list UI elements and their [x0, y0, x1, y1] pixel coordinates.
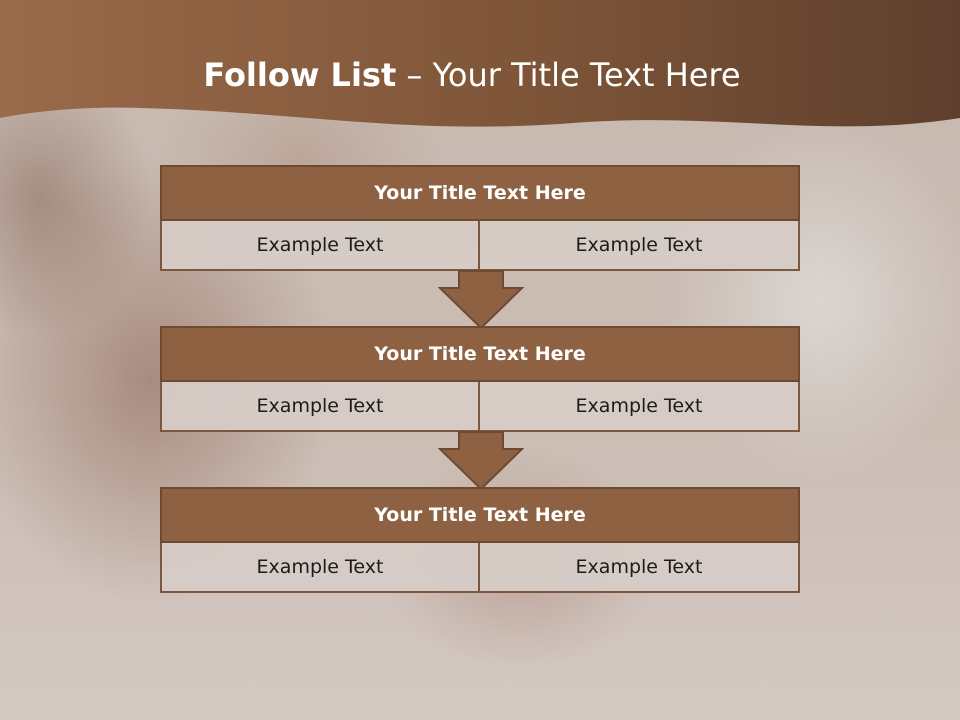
header-band [0, 0, 960, 127]
slide-title-rest: – Your Title Text Here [406, 56, 741, 94]
block-cell-right: Example Text [480, 221, 800, 271]
block-cells: Example Text Example Text [160, 382, 800, 432]
list-block-2: Your Title Text Here Example Text Exampl… [160, 326, 800, 432]
slide-title-bold: Follow List [203, 56, 397, 94]
block-cells: Example Text Example Text [160, 221, 800, 271]
slide-title: Follow List – Your Title Text Here [0, 52, 944, 98]
block-cell-left: Example Text [160, 543, 480, 593]
list-block-3: Your Title Text Here Example Text Exampl… [160, 487, 800, 593]
block-title: Your Title Text Here [160, 487, 800, 543]
block-cell-left: Example Text [160, 221, 480, 271]
block-cells: Example Text Example Text [160, 543, 800, 593]
down-arrow-icon [438, 270, 524, 330]
block-cell-right: Example Text [480, 543, 800, 593]
block-cell-right: Example Text [480, 382, 800, 432]
down-arrow-icon [438, 431, 524, 491]
block-cell-left: Example Text [160, 382, 480, 432]
list-block-1: Your Title Text Here Example Text Exampl… [160, 165, 800, 271]
block-title: Your Title Text Here [160, 326, 800, 382]
block-title: Your Title Text Here [160, 165, 800, 221]
